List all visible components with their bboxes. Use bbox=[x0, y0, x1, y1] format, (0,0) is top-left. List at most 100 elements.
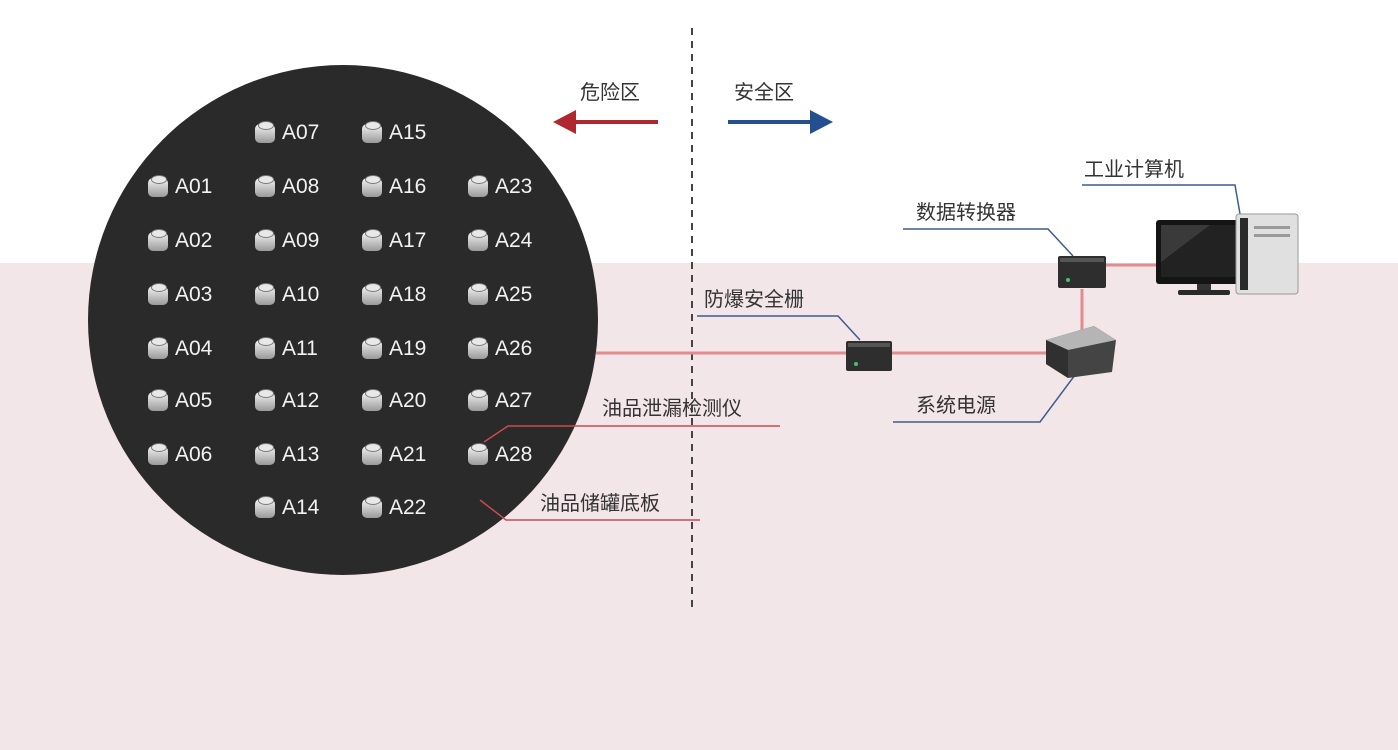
explosion-barrier-device bbox=[846, 341, 892, 371]
sensor-icon bbox=[254, 175, 276, 199]
industrial-computer-label: 工业计算机 bbox=[1084, 157, 1184, 181]
sensor-label: A22 bbox=[389, 496, 427, 519]
data-converter-label: 数据转换器 bbox=[916, 200, 1016, 224]
sensor-a13: A13 bbox=[254, 440, 319, 470]
sensor-icon bbox=[147, 175, 169, 199]
sensor-a10: A10 bbox=[254, 280, 319, 310]
sensor-icon bbox=[254, 337, 276, 361]
sensor-label: A09 bbox=[282, 229, 320, 252]
sensor-label: A04 bbox=[175, 337, 213, 360]
sensor-label: A11 bbox=[282, 337, 318, 360]
sensor-label: A27 bbox=[495, 389, 533, 412]
explosion-barrier-label: 防爆安全栅 bbox=[704, 287, 804, 311]
sensor-a08: A08 bbox=[254, 172, 319, 202]
sensor-a21: A21 bbox=[361, 440, 426, 470]
sensor-a03: A03 bbox=[147, 280, 212, 310]
sensor-label: A14 bbox=[282, 496, 320, 519]
sensor-icon bbox=[254, 121, 276, 145]
sensor-a06: A06 bbox=[147, 440, 212, 470]
sensor-label: A02 bbox=[175, 229, 213, 252]
danger-arrow-icon bbox=[553, 110, 658, 134]
sensor-a04: A04 bbox=[147, 334, 212, 364]
data-converter-device bbox=[1058, 256, 1106, 288]
sensor-icon bbox=[361, 283, 383, 307]
tank-floor-circle bbox=[88, 65, 598, 575]
sensor-label: A08 bbox=[282, 175, 320, 198]
sensor-a26: A26 bbox=[467, 334, 532, 364]
sensor-label: A18 bbox=[389, 283, 427, 306]
leak-detector-label: 油品泄漏检测仪 bbox=[602, 396, 742, 420]
sensor-a17: A17 bbox=[361, 226, 426, 256]
sensor-icon bbox=[467, 283, 489, 307]
sensor-icon bbox=[147, 337, 169, 361]
sensor-a01: A01 bbox=[147, 172, 212, 202]
sensor-a14: A14 bbox=[254, 493, 319, 523]
sensor-label: A21 bbox=[389, 443, 427, 466]
sensor-label: A25 bbox=[495, 283, 533, 306]
sensor-icon bbox=[147, 283, 169, 307]
sensor-label: A24 bbox=[495, 229, 533, 252]
sensor-icon bbox=[361, 496, 383, 520]
sensor-a11: A11 bbox=[254, 334, 318, 364]
sensor-label: A19 bbox=[389, 337, 427, 360]
sensor-a28: A28 bbox=[467, 440, 532, 470]
sensor-label: A26 bbox=[495, 337, 533, 360]
sensor-a09: A09 bbox=[254, 226, 319, 256]
sensor-a15: A15 bbox=[361, 118, 426, 148]
safe-zone-label: 安全区 bbox=[734, 80, 794, 104]
sensor-label: A13 bbox=[282, 443, 320, 466]
sensor-label: A05 bbox=[175, 389, 213, 412]
sensor-a24: A24 bbox=[467, 226, 532, 256]
sensor-icon bbox=[361, 229, 383, 253]
sensor-a16: A16 bbox=[361, 172, 426, 202]
power-supply-label: 系统电源 bbox=[916, 393, 996, 417]
sensor-a20: A20 bbox=[361, 386, 426, 416]
sensor-a27: A27 bbox=[467, 386, 532, 416]
danger-zone-label: 危险区 bbox=[580, 80, 640, 104]
sensor-label: A17 bbox=[389, 229, 427, 252]
sensor-icon bbox=[467, 389, 489, 413]
sensor-icon bbox=[467, 337, 489, 361]
sensor-icon bbox=[361, 121, 383, 145]
sensor-label: A01 bbox=[175, 175, 213, 198]
leader-lines bbox=[479, 184, 1241, 521]
sensor-a22: A22 bbox=[361, 493, 426, 523]
sensor-label: A07 bbox=[282, 121, 320, 144]
sensor-icon bbox=[254, 389, 276, 413]
sensor-a18: A18 bbox=[361, 280, 426, 310]
sensor-a25: A25 bbox=[467, 280, 532, 310]
sensor-label: A16 bbox=[389, 175, 427, 198]
sensor-label: A03 bbox=[175, 283, 213, 306]
sensor-icon bbox=[254, 496, 276, 520]
sensor-label: A20 bbox=[389, 389, 427, 412]
sensor-icon bbox=[361, 337, 383, 361]
sensor-icon bbox=[467, 443, 489, 467]
sensor-label: A23 bbox=[495, 175, 533, 198]
sensor-label: A15 bbox=[389, 121, 427, 144]
sensor-a05: A05 bbox=[147, 386, 212, 416]
sensor-a02: A02 bbox=[147, 226, 212, 256]
sensor-a23: A23 bbox=[467, 172, 532, 202]
cable-lines bbox=[596, 263, 1156, 355]
sensor-icon bbox=[147, 229, 169, 253]
sensor-label: A06 bbox=[175, 443, 213, 466]
sensor-icon bbox=[361, 389, 383, 413]
sensor-a19: A19 bbox=[361, 334, 426, 364]
sensor-icon bbox=[467, 229, 489, 253]
sensor-icon bbox=[147, 443, 169, 467]
safe-arrow-icon bbox=[728, 110, 833, 134]
sensor-a12: A12 bbox=[254, 386, 319, 416]
industrial-computer-icon bbox=[1156, 213, 1299, 295]
sensor-icon bbox=[147, 389, 169, 413]
sensor-icon bbox=[361, 443, 383, 467]
sensor-icon bbox=[361, 175, 383, 199]
power-supply-device bbox=[1046, 326, 1116, 378]
sensor-label: A10 bbox=[282, 283, 320, 306]
sensor-label: A12 bbox=[282, 389, 320, 412]
sensor-icon bbox=[254, 443, 276, 467]
sensor-icon bbox=[254, 283, 276, 307]
sensor-a07: A07 bbox=[254, 118, 319, 148]
sensor-icon bbox=[254, 229, 276, 253]
sensor-icon bbox=[467, 175, 489, 199]
